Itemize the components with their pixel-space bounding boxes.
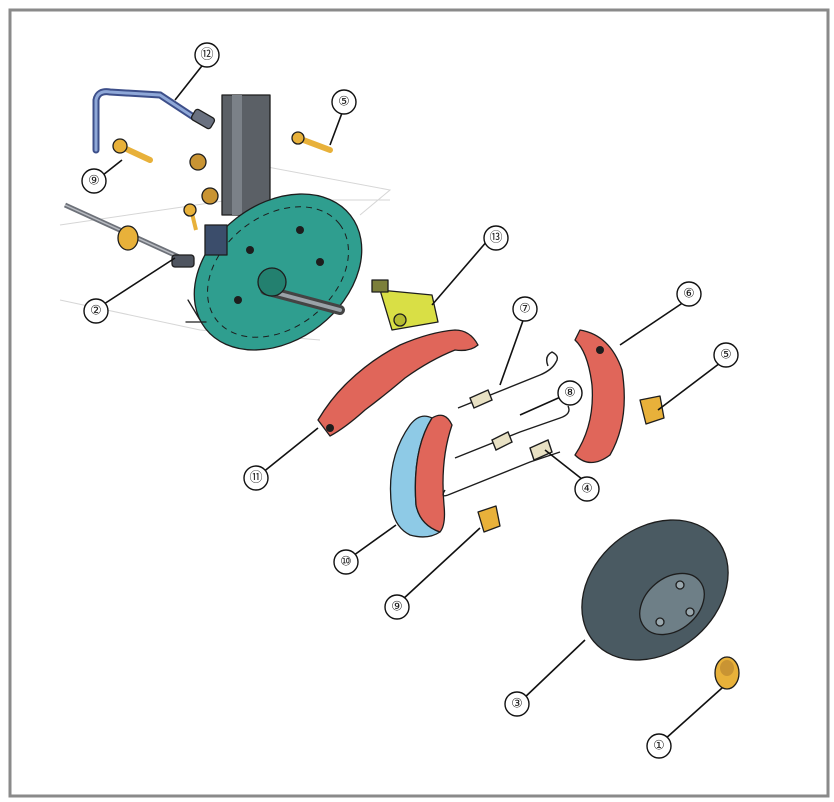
callout-11: ⑪ [244,466,268,490]
frame-border [10,10,828,796]
callout-9-bottom: ⑨ [385,595,409,619]
callout-5-top: ⑤ [332,90,356,114]
svg-text:②: ② [90,304,102,319]
svg-text:⑧: ⑧ [564,386,576,401]
callout-6: ⑥ [677,282,701,306]
callout-5-right: ⑤ [714,343,738,367]
callout-7: ⑦ [513,297,537,321]
svg-text:⑨: ⑨ [88,174,100,189]
svg-text:⑥: ⑥ [683,287,695,302]
callout-8: ⑧ [558,381,582,405]
callout-13: ⑬ [484,226,508,250]
callout-1: ① [647,734,671,758]
svg-text:⑫: ⑫ [200,48,213,63]
svg-text:⑤: ⑤ [720,348,732,363]
axle-housing [222,95,270,215]
callout-10: ⑩ [334,550,358,574]
svg-text:①: ① [653,739,665,754]
callout-12: ⑫ [195,43,219,67]
callout-9-top: ⑨ [82,169,106,193]
svg-text:⑨: ⑨ [391,600,403,615]
axle-nut [715,657,739,689]
svg-text:⑬: ⑬ [489,231,502,246]
svg-text:③: ③ [511,697,523,712]
callout-4: ④ [575,477,599,501]
svg-text:④: ④ [581,482,593,497]
callout-3: ③ [505,692,529,716]
svg-text:⑪: ⑪ [249,471,262,486]
svg-text:⑩: ⑩ [340,555,352,570]
svg-text:⑤: ⑤ [338,95,350,110]
callout-2: ② [84,299,108,323]
svg-text:⑦: ⑦ [519,302,531,317]
